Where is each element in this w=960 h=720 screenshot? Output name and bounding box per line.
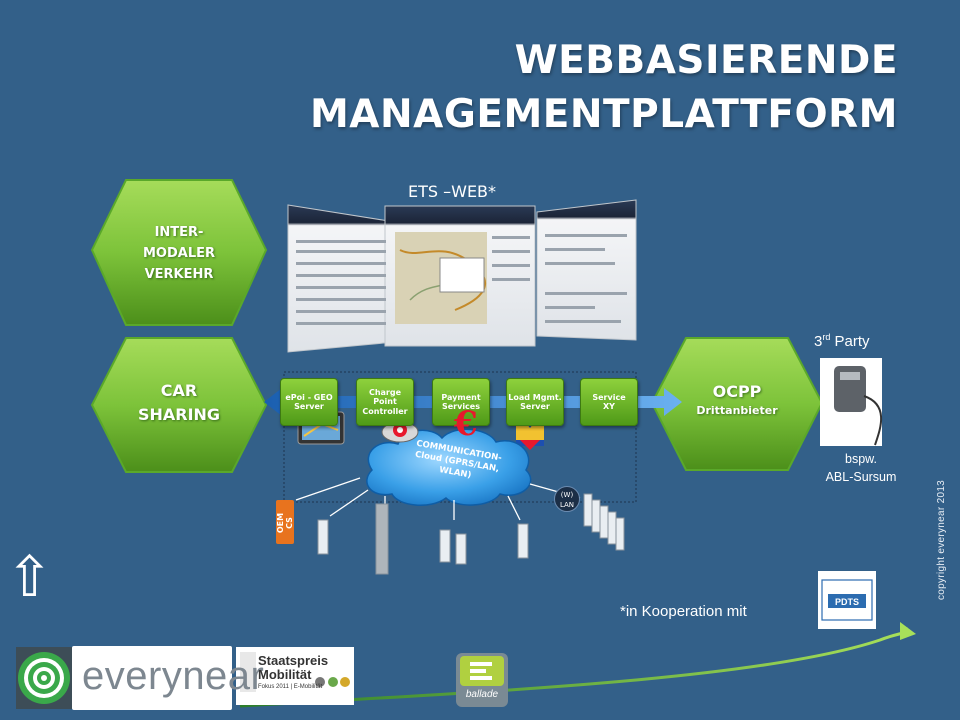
pdts-logo-text: PDTS	[834, 597, 859, 607]
intermodal-line-2: MODALER	[142, 246, 215, 261]
up-arrow-icon[interactable]: ⇧	[6, 545, 53, 610]
green-curve	[239, 627, 909, 708]
everynear-logo-text: everynear	[82, 654, 265, 698]
oem-cs-label: OEM CS	[276, 512, 294, 534]
hexagon-intermodal-label: INTER- MODALER VERKEHR	[120, 222, 238, 285]
pdts-logo-frame	[818, 571, 876, 629]
intermodal-line-3: VERKEHR	[144, 267, 214, 282]
intermodal-line-1: INTER-	[154, 225, 204, 240]
ets-web-label: ETS –WEB*	[408, 182, 497, 201]
carsharing-line-2: SHARING	[137, 405, 221, 424]
charging-stations	[317, 493, 625, 575]
wallbox-charger-image	[820, 358, 883, 446]
hexagon-carsharing-label: CAR SHARING	[120, 379, 238, 427]
carsharing-line-1: CAR	[160, 381, 198, 400]
everynear-logo-background	[72, 646, 232, 710]
hexagon-ocpp-label: OCPP Drittanbieter	[676, 381, 798, 419]
euro-icon: €	[454, 404, 478, 444]
oem-tag	[276, 500, 294, 544]
ocpp-sub: Drittanbieter	[696, 404, 778, 417]
green-curve-head	[900, 622, 916, 640]
staatspreis-logo	[236, 647, 354, 705]
third-party-label: 3rd Party	[814, 332, 870, 350]
title-line-2: MANAGEMENTPLATTFORM	[310, 92, 898, 137]
hexagon-intermodal	[90, 179, 268, 326]
everynear-logo-icon	[16, 647, 72, 709]
title-line-1: WEBBASIERENDE	[514, 38, 898, 83]
ocpp-main: OCPP	[712, 382, 762, 401]
example-label: bspw.ABL-Sursum	[825, 452, 897, 484]
web-screens	[287, 199, 637, 353]
hexagon-carsharing	[90, 337, 268, 473]
module-load-mgmt-server: Load Mgmt.Server	[506, 378, 564, 426]
wlan-badge: (W)LAN	[554, 486, 580, 512]
ballade-logo	[456, 653, 508, 707]
staatspreis-logo-text: Staatspreis Mobilität Fokus 2011 | E-Mob…	[258, 653, 329, 691]
cooperation-text: *in Kooperation mit	[620, 603, 747, 620]
ballade-logo-text: ballade	[465, 689, 499, 700]
